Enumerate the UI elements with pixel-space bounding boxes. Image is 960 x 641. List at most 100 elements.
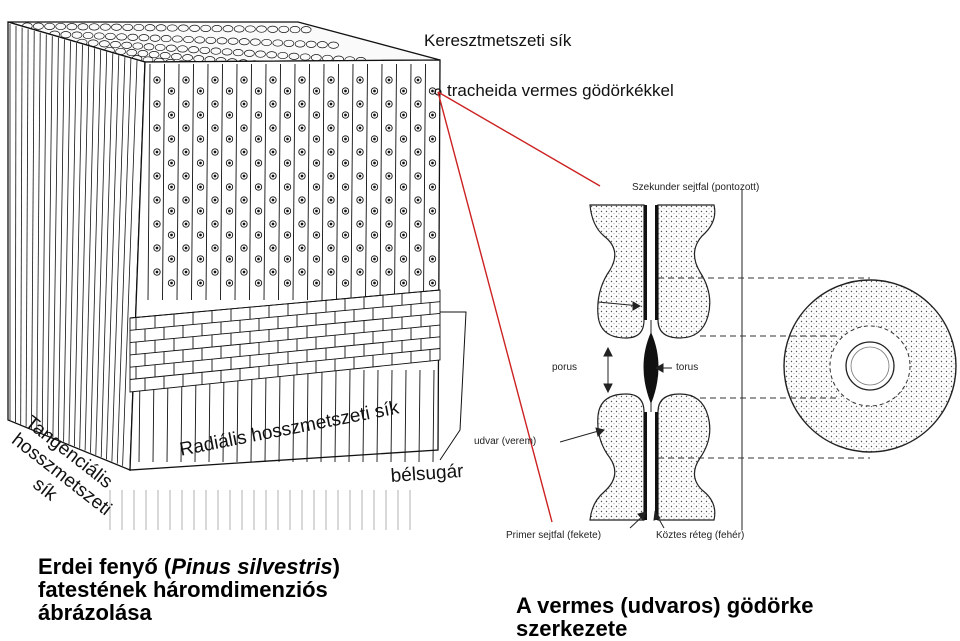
bordered-pit [327, 100, 335, 108]
pit-aperture [373, 257, 376, 261]
tracheid-pointer [434, 88, 442, 96]
pit-aperture [257, 281, 260, 285]
bordered-pit [182, 196, 190, 204]
tracheid-wall-lower [404, 369, 407, 463]
bordered-pit [298, 76, 306, 84]
pit-aperture [257, 185, 260, 189]
bordered-pit [399, 255, 408, 263]
cross-section-cell [143, 43, 155, 51]
bordered-pit [414, 148, 422, 156]
bordered-pit [211, 172, 219, 180]
pit-aperture [344, 233, 347, 237]
pit-aperture [170, 161, 173, 165]
tracheid-wall-lower [236, 369, 239, 463]
pit-aperture [155, 270, 159, 274]
bordered-pit [327, 76, 335, 84]
bordered-pit [356, 148, 364, 156]
bordered-pit [414, 244, 422, 252]
tracheid-wall [249, 63, 252, 301]
cross-section-cell [227, 37, 239, 45]
cross-section-cell [111, 23, 122, 31]
pit-aperture [344, 137, 347, 141]
cross-section-cell [178, 24, 189, 32]
bordered-pit [283, 111, 292, 119]
pit-aperture [373, 281, 376, 285]
pit-aperture [300, 126, 304, 130]
pit-aperture [358, 150, 362, 154]
ray-row-line [129, 301, 441, 331]
pit-aperture [184, 78, 188, 82]
udvar-label: udvar (verem) [474, 436, 537, 447]
bordered-pit [167, 255, 176, 263]
ray-row-line [129, 336, 441, 368]
bordered-pit [153, 172, 161, 180]
pit-aperture [300, 78, 304, 82]
pit-aperture [387, 78, 391, 82]
bordered-pit [211, 196, 219, 204]
pit-aperture [271, 78, 275, 82]
cross-section-cell [199, 46, 211, 54]
tracheid-wall-lower [390, 369, 393, 463]
pit-aperture [315, 185, 318, 189]
pit-aperture [416, 174, 420, 178]
bordered-pit [211, 148, 219, 156]
pit-aperture [155, 78, 159, 82]
pit-aperture [416, 126, 420, 130]
pit-aperture [387, 222, 391, 226]
bordered-pit [428, 279, 437, 287]
tangential-cell-wall [111, 56, 126, 462]
bordered-pit [298, 268, 306, 276]
bordered-pit [312, 279, 321, 287]
pit-aperture [315, 281, 318, 285]
porus-label: porus [552, 362, 578, 373]
pit-aperture [257, 161, 260, 165]
bordered-pit [269, 76, 277, 84]
cross-section-cell [159, 52, 171, 60]
tracheid-wall-lower [292, 369, 295, 463]
bordered-pit [341, 207, 350, 215]
bordered-pit [167, 135, 176, 143]
pit-aperture [155, 102, 159, 106]
cross-section-cell [148, 51, 160, 59]
bordered-pit [385, 196, 393, 204]
pit-aperture [431, 137, 434, 141]
bordered-pit [225, 207, 234, 215]
tracheid-wall [147, 63, 151, 301]
bordered-pit [370, 231, 379, 239]
bordered-pit [254, 135, 263, 143]
cross-section-cell [288, 52, 300, 60]
bordered-pit [240, 100, 248, 108]
cross-section-cell [149, 34, 161, 42]
pit-aperture [373, 161, 376, 165]
bordered-pit [182, 172, 190, 180]
pit-aperture [271, 126, 275, 130]
pit-aperture [155, 246, 159, 250]
bordered-pit [298, 220, 306, 228]
pit-aperture [228, 233, 231, 237]
pit-aperture [416, 150, 420, 154]
bordered-pit [254, 183, 263, 191]
cross-section-cell [189, 24, 200, 32]
caption-left-line2: fatestének háromdimenziós [38, 577, 328, 602]
pit-aperture [431, 89, 434, 93]
pit-aperture [300, 270, 304, 274]
bordered-pit [211, 244, 219, 252]
pit-aperture [170, 113, 173, 117]
cross-section-cell [100, 23, 111, 31]
cross-section-cell [121, 41, 133, 49]
cross-section-cell [289, 26, 301, 34]
cross-section-cell [126, 49, 138, 57]
bordered-pit [356, 100, 364, 108]
pit-aperture [242, 78, 246, 82]
pit-aperture [271, 246, 275, 250]
bordered-pit [240, 124, 248, 132]
pit-aperture [184, 270, 188, 274]
pit-aperture [242, 174, 246, 178]
cross-section-cell [77, 23, 89, 31]
bordered-pit [283, 135, 292, 143]
bordered-pit [182, 268, 190, 276]
pit-aperture [387, 246, 391, 250]
pit-aperture [271, 222, 275, 226]
bordered-pit [356, 124, 364, 132]
pit-aperture [271, 270, 275, 274]
